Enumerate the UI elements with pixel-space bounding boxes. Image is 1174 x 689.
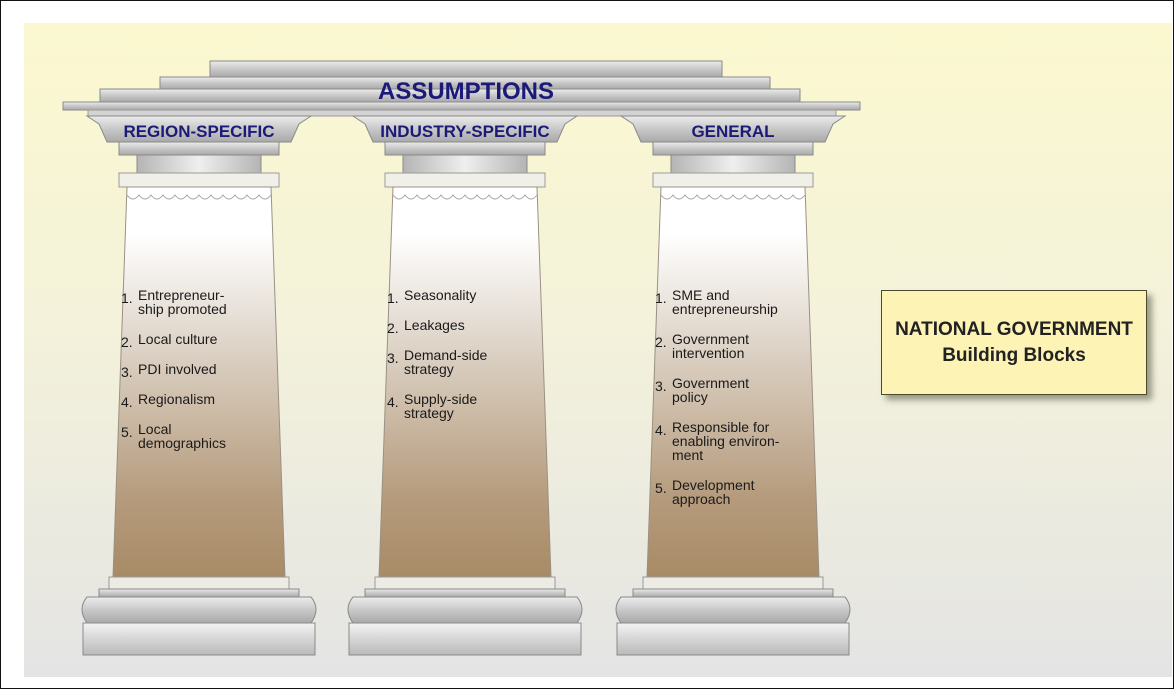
list-item: 2. Leakages: [387, 317, 465, 336]
capital-collar: [652, 172, 814, 188]
capital-top: [85, 115, 313, 143]
national-government-title: NATIONAL GOVERNMENT: [895, 318, 1133, 340]
base-ring: [108, 576, 290, 590]
base-step: [632, 588, 834, 598]
item-text: Local culture: [138, 331, 218, 347]
pillar-shaft: [112, 186, 286, 578]
item-text: Demand-side: [404, 347, 487, 363]
item-number: 3.: [655, 378, 667, 394]
base-torus: [81, 596, 317, 624]
item-text: intervention: [672, 345, 744, 361]
item-text: strategy: [404, 405, 454, 421]
item-number: 5.: [655, 480, 667, 496]
item-text: Government: [672, 375, 749, 391]
item-text: demographics: [138, 435, 226, 451]
list-item: 4. Regionalism: [121, 391, 215, 410]
item-text: Seasonality: [404, 287, 476, 303]
item-text: Responsible for: [672, 419, 770, 435]
pillar-header: REGION-SPECIFIC: [123, 122, 274, 141]
national-government-box: NATIONAL GOVERNMENT Building Blocks: [881, 290, 1147, 395]
list-item: 3. PDI involved: [121, 361, 217, 380]
item-text: PDI involved: [138, 361, 217, 377]
item-text: Leakages: [404, 317, 465, 333]
capital-neck: [670, 154, 796, 174]
capital-top: [351, 115, 579, 143]
shaft-top-molding: [392, 194, 538, 200]
list-item: 1. Entrepreneur-ship promoted: [121, 287, 227, 317]
item-text: ship promoted: [138, 301, 227, 317]
item-number: 3.: [387, 350, 399, 366]
pillar-2: INDUSTRY-SPECIFIC 1. Seasonality 2. Leakages…: [347, 115, 583, 656]
capital-neck: [136, 154, 262, 174]
list-item: 2. Local culture: [121, 331, 218, 350]
diagram-title: ASSUMPTIONS: [378, 78, 554, 105]
plinth: [82, 622, 316, 656]
base-torus: [615, 596, 851, 624]
item-text: Government: [672, 331, 749, 347]
item-text: Regionalism: [138, 391, 215, 407]
pillar-header: INDUSTRY-SPECIFIC: [380, 122, 549, 141]
plinth: [348, 622, 582, 656]
capital-band: [384, 141, 546, 156]
item-text: ment: [672, 447, 703, 463]
capital-top: [619, 115, 847, 143]
base-torus: [347, 596, 583, 624]
item-number: 2.: [655, 334, 667, 350]
building-blocks-label: Building Blocks: [942, 344, 1086, 366]
capital-collar: [118, 172, 280, 188]
capital-neck: [402, 154, 528, 174]
capital-band: [652, 141, 814, 156]
base-step: [364, 588, 566, 598]
list-item: 1. Seasonality: [387, 287, 476, 306]
item-number: 1.: [387, 290, 399, 306]
item-number: 1.: [121, 290, 133, 306]
base-ring: [642, 576, 824, 590]
item-number: 3.: [121, 364, 133, 380]
item-text: approach: [672, 491, 730, 507]
item-text: Development: [672, 477, 755, 493]
plinth: [616, 622, 850, 656]
item-number: 2.: [387, 320, 399, 336]
item-number: 4.: [121, 394, 133, 410]
item-text: strategy: [404, 361, 454, 377]
item-text: policy: [672, 389, 708, 405]
item-number: 1.: [655, 290, 667, 306]
item-number: 5.: [121, 424, 133, 440]
pillar-1: REGION-SPECIFIC 1. Entrepreneur-ship promo…: [81, 115, 317, 656]
base-step: [98, 588, 300, 598]
base-ring: [374, 576, 556, 590]
item-number: 4.: [655, 422, 667, 438]
pillar-header: GENERAL: [691, 122, 774, 141]
entablature: [62, 60, 861, 117]
shaft-top-molding: [660, 194, 806, 200]
capital-collar: [384, 172, 546, 188]
item-text: Supply-side: [404, 391, 477, 407]
item-number: 2.: [121, 334, 133, 350]
item-text: Entrepreneur-: [138, 287, 225, 303]
shaft-top-molding: [126, 194, 272, 200]
pillar-shaft: [378, 186, 552, 578]
item-text: entrepreneurship: [672, 301, 778, 317]
capital-band: [118, 141, 280, 156]
item-number: 4.: [387, 394, 399, 410]
item-text: enabling environ-: [672, 433, 780, 449]
item-text: Local: [138, 421, 171, 437]
item-text: SME and: [672, 287, 730, 303]
